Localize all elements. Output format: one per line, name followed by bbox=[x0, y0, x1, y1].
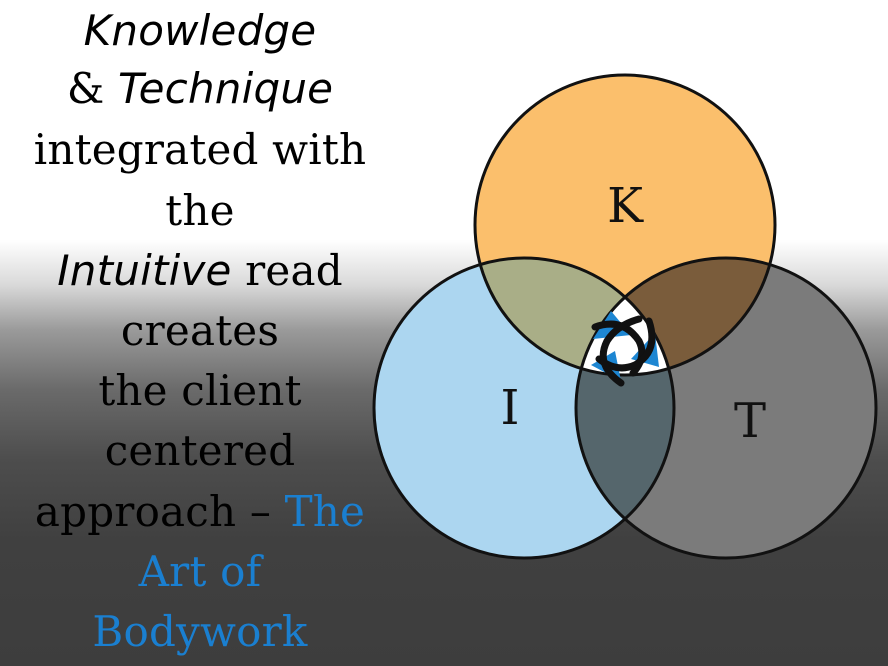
text-line-art-of: Art of bbox=[138, 547, 262, 596]
text-line-centered: centered bbox=[104, 426, 296, 475]
venn-label-i: I bbox=[501, 380, 520, 436]
venn-label-t: T bbox=[734, 393, 766, 449]
approach-word: approach – bbox=[34, 487, 285, 536]
technique-word: Technique bbox=[117, 64, 334, 113]
ampersand: & bbox=[66, 64, 118, 113]
text-line-intuitive: Intuitive read bbox=[0, 242, 400, 300]
text-line-the: the bbox=[165, 186, 235, 235]
intuitive-word: Intuitive bbox=[57, 246, 232, 295]
slide-text: Knowledge & Technique integrated with th… bbox=[0, 0, 400, 666]
venn-outline-i bbox=[372, 256, 676, 560]
text-line-approach: approach – The bbox=[0, 483, 400, 541]
the-blue-word: The bbox=[284, 487, 366, 536]
venn-outline-t bbox=[574, 256, 878, 560]
knowledge-word: Knowledge bbox=[83, 6, 317, 55]
text-line-knowledge: Knowledge bbox=[0, 2, 400, 60]
venn-outline-k bbox=[473, 73, 777, 377]
venn-label-k: K bbox=[607, 178, 644, 234]
read-word: read bbox=[231, 246, 343, 295]
text-line-integrated: integrated with bbox=[33, 125, 367, 174]
triskelion-logo-icon bbox=[591, 311, 659, 387]
text-line-creates: creates bbox=[120, 306, 280, 355]
text-line-the-client: the client bbox=[98, 366, 302, 415]
text-line-technique: & Technique bbox=[0, 60, 400, 118]
text-line-bodywork: Bodywork bbox=[92, 607, 308, 656]
